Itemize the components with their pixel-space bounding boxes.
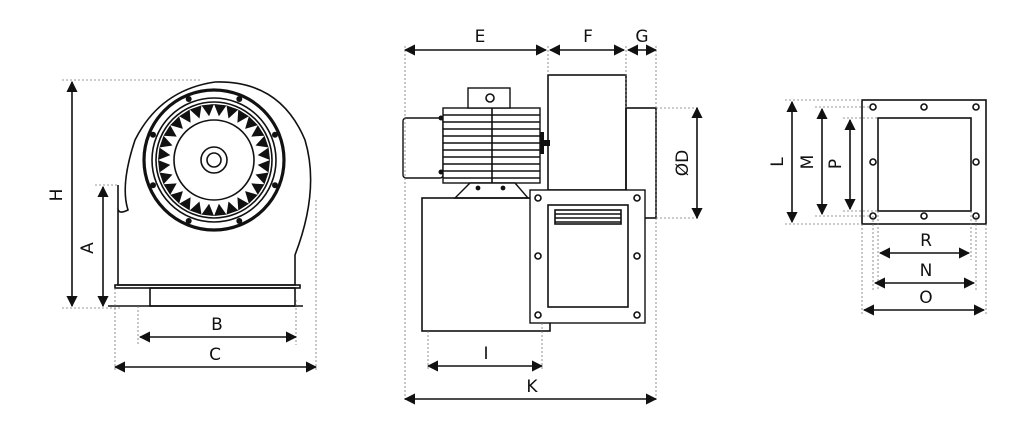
impeller-blade	[255, 172, 269, 185]
impeller-blade	[179, 197, 191, 211]
outlet-opening	[547, 204, 629, 308]
impeller-blade	[257, 160, 270, 173]
label-p: P	[826, 159, 846, 169]
impeller-blade	[201, 104, 214, 117]
label-e: E	[475, 27, 486, 47]
side-view: E F G ØD I K	[402, 27, 703, 405]
label-g: G	[635, 27, 648, 47]
ring-bolt	[185, 218, 192, 224]
impeller-blade	[170, 116, 183, 129]
impeller-blade	[214, 203, 227, 216]
ring-bolt	[150, 131, 156, 138]
impeller-blade	[237, 197, 249, 211]
flange-view: L M P R N O	[768, 99, 987, 316]
flange-plate-holes	[869, 103, 980, 220]
impeller-blade	[158, 160, 171, 173]
impeller-blade	[189, 105, 202, 119]
motor-shaft	[540, 132, 544, 154]
label-n: N	[920, 261, 933, 281]
label-o: O	[919, 288, 932, 308]
base-foot	[149, 287, 296, 307]
outlet-flange	[529, 189, 646, 324]
label-r: R	[920, 231, 932, 251]
ring-bolt	[272, 182, 278, 189]
label-m: M	[798, 155, 818, 170]
flange-plate	[861, 99, 987, 225]
ring-bolts	[150, 96, 278, 224]
terminal-box	[467, 87, 511, 109]
impeller-disk	[173, 119, 255, 201]
label-i: I	[483, 344, 488, 364]
hub	[200, 146, 228, 174]
impeller-blade	[158, 147, 171, 160]
impeller-blade	[159, 135, 173, 148]
motor-bracket	[453, 182, 530, 199]
ring-bolt	[272, 131, 278, 138]
ring-bolt	[236, 96, 243, 102]
impeller-blade	[214, 104, 227, 117]
label-d: ØD	[673, 150, 693, 176]
impeller-blade	[226, 201, 239, 215]
impeller-blade	[201, 203, 214, 216]
impeller-blade	[170, 191, 183, 204]
ring-bolt	[150, 182, 156, 189]
impeller-blade	[179, 109, 191, 123]
flange-holes	[534, 194, 641, 319]
impeller-blade	[226, 105, 239, 119]
impeller-blade	[251, 125, 265, 137]
impeller-blade	[257, 147, 270, 160]
impeller-blade	[237, 109, 249, 123]
impeller-blade	[245, 191, 258, 204]
front-view: H A B C	[47, 79, 318, 373]
label-a: A	[78, 242, 98, 254]
label-l: L	[768, 157, 788, 167]
impeller-blade	[163, 125, 177, 137]
ring-bolt	[236, 218, 243, 224]
outer-ring	[142, 88, 286, 232]
housing-top	[547, 74, 627, 191]
ring-bolt	[185, 96, 192, 102]
volute-housing	[117, 81, 312, 286]
label-h: H	[47, 189, 67, 202]
impeller-blades	[158, 104, 270, 216]
impeller-blade	[251, 183, 265, 195]
impeller-blade	[163, 183, 177, 195]
impeller-blade	[255, 135, 269, 148]
label-k: K	[526, 377, 538, 397]
inner-ring	[151, 97, 277, 223]
impeller-blade	[159, 172, 173, 185]
label-f: F	[583, 27, 593, 47]
impeller-blade	[189, 201, 202, 215]
impeller-blade	[245, 116, 258, 129]
label-b: B	[211, 315, 223, 335]
flange-opening	[877, 117, 972, 212]
motor-end-cap	[402, 117, 444, 179]
label-c: C	[209, 345, 221, 365]
